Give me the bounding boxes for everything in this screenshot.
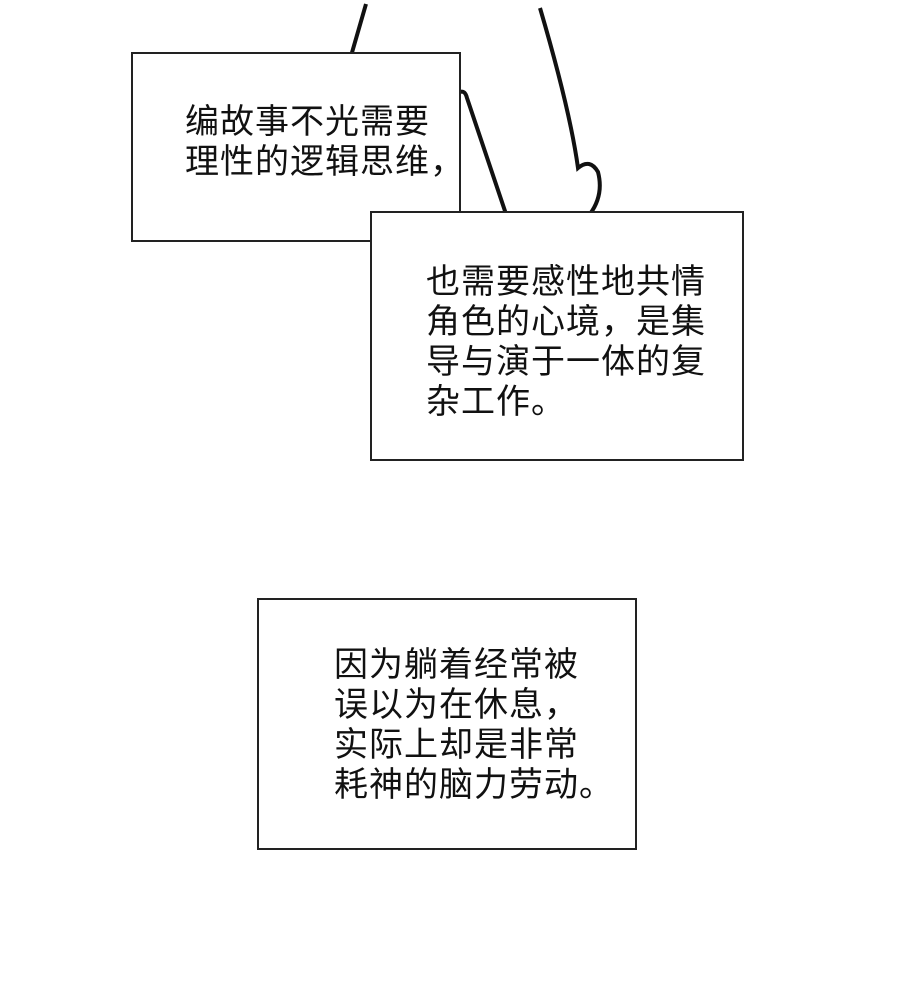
arm-line-middle bbox=[459, 89, 508, 215]
caption-line: 角色的心境，是集 bbox=[426, 302, 706, 342]
caption-box-3 bbox=[257, 598, 637, 850]
caption-text-2: 也需要感性地共情 角色的心境，是集 导与演于一体的复 杂工作。 bbox=[426, 262, 706, 422]
caption-text-3: 因为躺着经常被 误以为在休息， 实际上却是非常 耗神的脑力劳动。 bbox=[334, 645, 614, 805]
caption-line: 理性的逻辑思维， bbox=[185, 142, 465, 182]
caption-line: 也需要感性地共情 bbox=[426, 262, 706, 302]
caption-line: 因为躺着经常被 bbox=[334, 645, 579, 685]
caption-text-1: 编故事不光需要 理性的逻辑思维， bbox=[185, 102, 465, 182]
arm-line-left bbox=[349, 3, 368, 57]
caption-box-1 bbox=[131, 52, 461, 242]
caption-line: 实际上却是非常 bbox=[334, 725, 579, 765]
caption-line: 杂工作。 bbox=[426, 382, 566, 422]
caption-line: 编故事不光需要 bbox=[185, 102, 430, 142]
caption-line: 耗神的脑力劳动。 bbox=[334, 765, 614, 805]
arm-line-right bbox=[538, 7, 602, 216]
caption-line: 误以为在休息， bbox=[334, 685, 579, 725]
caption-line: 导与演于一体的复 bbox=[426, 342, 706, 382]
caption-box-2 bbox=[370, 211, 744, 461]
